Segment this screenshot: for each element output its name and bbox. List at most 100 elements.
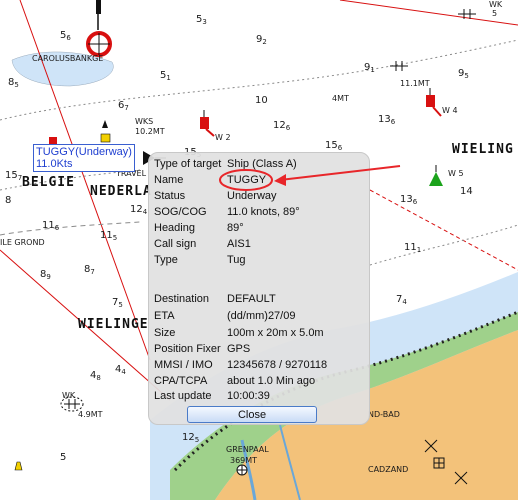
info-value: 12345678 / 9270118 bbox=[227, 359, 328, 371]
grenpaal-marker-icon bbox=[236, 464, 248, 476]
shoal-area bbox=[11, 51, 114, 87]
label-wk-top: WK bbox=[489, 0, 503, 9]
info-key: Status bbox=[154, 190, 186, 202]
boundary-line bbox=[339, 0, 518, 26]
tidal-flat-area bbox=[170, 312, 518, 500]
svg-text:14: 14 bbox=[460, 186, 473, 197]
depth-contour bbox=[0, 39, 518, 121]
info-value: Ship (Class A) bbox=[227, 158, 297, 170]
info-value: TUGGY bbox=[227, 174, 267, 186]
label-nd-bad: ND-BAD bbox=[368, 410, 400, 419]
info-key: Destination bbox=[154, 293, 210, 305]
info-key: Call sign bbox=[154, 238, 197, 250]
boundary-line bbox=[0, 249, 171, 401]
svg-text:89: 89 bbox=[40, 269, 51, 281]
info-value: Underway bbox=[227, 190, 277, 202]
info-value: 10:00:39 bbox=[227, 390, 270, 402]
label-4mt: 4MT bbox=[332, 94, 349, 103]
svg-text:8: 8 bbox=[5, 195, 11, 206]
info-key: MMSI / IMO bbox=[154, 359, 213, 371]
info-value: (dd/mm)27/09 bbox=[227, 310, 296, 322]
svg-text:92: 92 bbox=[256, 34, 267, 46]
svg-text:56: 56 bbox=[60, 30, 71, 42]
info-value: AIS1 bbox=[227, 238, 251, 250]
svg-text:48: 48 bbox=[90, 370, 101, 382]
label-w4: W 4 bbox=[442, 106, 458, 115]
place-wielingen-left: WIELINGE bbox=[78, 317, 149, 332]
close-button[interactable]: Close bbox=[187, 406, 317, 423]
label-wk-top-sub: 5 bbox=[492, 9, 497, 18]
info-value: 11.0 knots, 89° bbox=[227, 206, 300, 218]
svg-text:157: 157 bbox=[5, 170, 22, 182]
info-value: about 1.0 Min ago bbox=[227, 375, 316, 387]
info-key: ETA bbox=[154, 310, 175, 322]
target-speed: 11.0Kts bbox=[36, 158, 73, 170]
label-grond: ILE GROND bbox=[0, 238, 45, 247]
info-key: Size bbox=[154, 327, 176, 339]
red-buoy-icon[interactable] bbox=[49, 137, 57, 148]
label-carolusbank: CAROLUSBANKGE bbox=[32, 54, 103, 63]
place-wielingen-right: WIELING bbox=[452, 142, 514, 157]
info-value: Tug bbox=[227, 254, 246, 266]
wreck-icon bbox=[390, 9, 476, 71]
svg-text:74: 74 bbox=[396, 294, 407, 306]
svg-text:124: 124 bbox=[130, 204, 148, 216]
svg-text:156: 156 bbox=[325, 140, 343, 152]
info-key: Name bbox=[154, 174, 184, 186]
green-buoy-icon[interactable] bbox=[429, 165, 443, 186]
info-value: GPS bbox=[227, 343, 251, 355]
svg-text:44: 44 bbox=[115, 364, 126, 376]
info-key: Type of target bbox=[154, 158, 222, 170]
place-belgie: BELGIE bbox=[22, 175, 75, 190]
svg-text:5: 5 bbox=[60, 452, 66, 463]
ais-target-label[interactable]: TUGGY(Underway) 11.0Kts bbox=[33, 144, 135, 172]
info-key: Heading bbox=[154, 222, 195, 234]
svg-text:126: 126 bbox=[273, 120, 291, 132]
label-wks-depth: 10.2MT bbox=[135, 127, 165, 136]
anchor-icon bbox=[424, 439, 468, 485]
waterway bbox=[279, 424, 301, 500]
yellow-beacon-icon[interactable] bbox=[100, 120, 111, 143]
svg-text:91: 91 bbox=[364, 62, 375, 74]
beacon-icon bbox=[96, 0, 101, 30]
label-wk-bottom: WK bbox=[62, 391, 76, 400]
label-wks: WKS bbox=[135, 117, 153, 126]
target-name-status: TUGGY(Underway) bbox=[36, 146, 132, 158]
wreck-icon bbox=[60, 396, 84, 412]
svg-text:136: 136 bbox=[378, 114, 396, 126]
svg-text:116: 116 bbox=[42, 220, 60, 232]
svg-text:67: 67 bbox=[118, 100, 129, 112]
boundary-line bbox=[19, 0, 151, 361]
label-w2: W 2 bbox=[215, 133, 231, 142]
depth-contour bbox=[369, 224, 518, 266]
info-key: Type bbox=[154, 254, 178, 266]
info-value: 100m x 20m x 5.0m bbox=[227, 327, 324, 339]
svg-text:136: 136 bbox=[400, 194, 418, 206]
red-buoy-icon[interactable] bbox=[200, 110, 215, 137]
svg-text:95: 95 bbox=[458, 68, 469, 80]
info-key: SOG/COG bbox=[154, 206, 207, 218]
yellow-bell-icon bbox=[14, 461, 23, 471]
boundary-line bbox=[369, 189, 518, 271]
svg-text:53: 53 bbox=[196, 14, 207, 26]
place-nederland: NEDERLA bbox=[90, 184, 152, 199]
label-cadzand: CADZAND bbox=[368, 465, 408, 474]
label-grenpaal: GRENPAAL bbox=[226, 445, 269, 454]
label-wk-bottom-depth: 4.9MT bbox=[78, 410, 103, 419]
svg-text:87: 87 bbox=[84, 264, 95, 276]
svg-text:10: 10 bbox=[255, 95, 268, 106]
info-value: 89° bbox=[227, 222, 244, 234]
label-travel: TRAVEL bbox=[115, 169, 147, 178]
info-key: Position Fixer bbox=[154, 343, 221, 355]
info-value: DEFAULT bbox=[227, 293, 276, 305]
light-ring-icon bbox=[86, 31, 112, 57]
svg-text:85: 85 bbox=[8, 77, 19, 89]
svg-text:111: 111 bbox=[404, 242, 421, 254]
red-buoy-icon[interactable] bbox=[426, 88, 442, 117]
label-11-1mt: 11.1MT bbox=[400, 79, 430, 88]
waterway bbox=[240, 439, 257, 500]
depth-contour bbox=[0, 221, 141, 236]
label-w5: W 5 bbox=[448, 169, 464, 178]
svg-text:51: 51 bbox=[160, 70, 171, 82]
svg-text:115: 115 bbox=[100, 230, 117, 242]
